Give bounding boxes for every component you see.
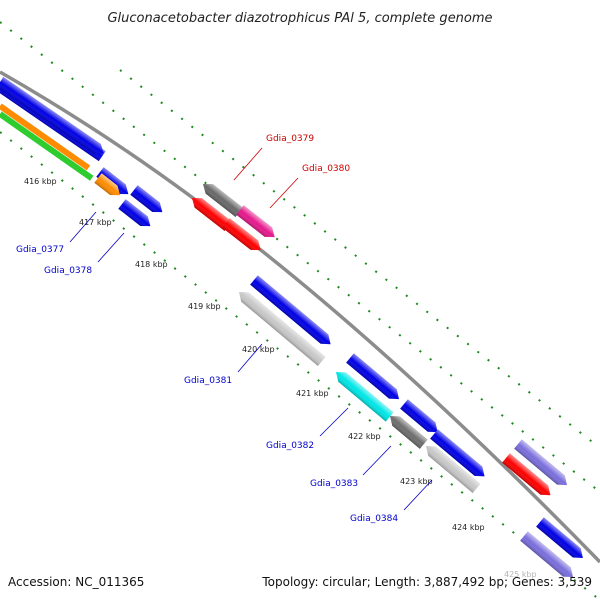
label-gdia-0380[interactable]: Gdia_0380 [302, 164, 350, 174]
arrow-red-b[interactable] [222, 218, 264, 255]
accession-text: Accession: NC_011365 [8, 575, 144, 589]
arrow-gdia-0382[interactable] [332, 367, 394, 422]
tick-label-419: 419 kbp [188, 302, 221, 311]
feature-band-green [0, 111, 94, 181]
tick-label-418: 418 kbp [135, 260, 168, 269]
arrow-small-a[interactable] [96, 167, 132, 199]
label-gdia-0379[interactable]: Gdia_0379 [266, 134, 314, 144]
leader-gdia-0381 [237, 343, 263, 373]
arrow-gdia-0377[interactable] [94, 173, 123, 200]
leader-gdia-0384 [403, 479, 433, 511]
feature-band-orange [0, 103, 91, 171]
arrow-blue-c[interactable] [346, 353, 403, 403]
arrow-blue-d[interactable] [400, 399, 441, 436]
tick-label-425: 425 kbp [504, 570, 537, 579]
label-gdia-0377[interactable]: Gdia_0377 [16, 245, 64, 255]
tick-row-upper [0, 21, 600, 493]
gene-labels: Gdia_0379 Gdia_0380 Gdia_0377 Gdia_0378 … [16, 134, 433, 524]
arrow-red-c[interactable] [502, 453, 554, 499]
leader-gdia-0380 [269, 177, 299, 209]
arrow-blue-mid[interactable] [250, 275, 334, 348]
leader-gdia-0382 [319, 407, 349, 437]
tick-label-422: 422 kbp [348, 432, 381, 441]
tick-labels: 416 kbp 417 kbp 418 kbp 419 kbp 420 kbp … [24, 177, 537, 579]
leader-gdia-0379 [233, 147, 263, 181]
leader-gdia-0377 [69, 211, 97, 243]
arrow-purple-b[interactable] [520, 531, 577, 581]
tick-label-416: 416 kbp [24, 177, 57, 186]
arrow-gdia-0384[interactable] [422, 441, 481, 494]
tick-row-lower [0, 131, 600, 600]
label-gdia-0384[interactable]: Gdia_0384 [350, 514, 398, 524]
arrow-gdia-0383[interactable] [386, 411, 428, 449]
arrow-gdia-0381[interactable] [235, 287, 326, 367]
arrow-band-blue[interactable] [0, 77, 107, 158]
arrow-gdia-0379[interactable] [199, 179, 243, 218]
topology-text: Topology: circular; Length: 3,887,492 bp… [261, 575, 592, 589]
label-gdia-0378[interactable]: Gdia_0378 [44, 266, 92, 276]
gene-features [0, 77, 587, 581]
arrow-red-a[interactable] [188, 193, 232, 232]
arrow-small-b[interactable] [130, 185, 166, 217]
tick-label-424: 424 kbp [452, 523, 485, 532]
tick-label-417: 417 kbp [79, 218, 112, 227]
label-gdia-0383[interactable]: Gdia_0383 [310, 479, 358, 489]
label-gdia-0382[interactable]: Gdia_0382 [266, 441, 314, 451]
arrow-blue-e[interactable] [430, 429, 488, 481]
leader-gdia-0383 [362, 445, 392, 476]
tick-label-423: 423 kbp [400, 477, 433, 486]
arrow-gdia-0378[interactable] [118, 199, 154, 231]
tick-label-420: 420 kbp [242, 345, 275, 354]
arrow-gdia-0380[interactable] [236, 205, 278, 242]
label-gdia-0381[interactable]: Gdia_0381 [184, 376, 232, 386]
arrow-purple-a[interactable] [514, 439, 571, 489]
arrow-blue-f[interactable] [536, 517, 587, 562]
leader-gdia-0378 [97, 232, 125, 263]
tick-label-421: 421 kbp [296, 389, 329, 398]
map-title: Gluconacetobacter diazotrophicus PAl 5, … [107, 11, 492, 26]
